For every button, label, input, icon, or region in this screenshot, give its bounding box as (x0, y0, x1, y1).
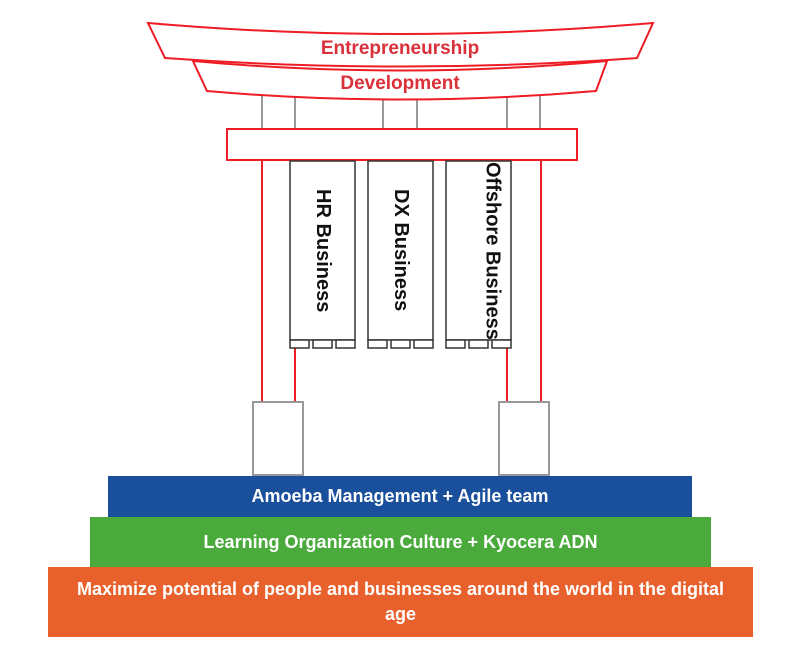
pillar-offshore-business: Offshore Business (446, 161, 511, 340)
post-bases (252, 401, 550, 476)
pillar-hr-business: HR Business (290, 161, 355, 340)
top-beam (146, 21, 655, 68)
beam-label-entrepreneurship: Entrepreneurship (320, 38, 480, 59)
foundation-mission: Maximize potential of people and busines… (48, 567, 753, 637)
pillar-label: Offshore Business (481, 161, 504, 340)
pillar-panels (289, 160, 512, 349)
cross-beam (226, 128, 578, 161)
foundation-learning-culture: Learning Organization Culture + Kyocera … (90, 517, 711, 567)
second-beam (191, 59, 609, 101)
pillar-label: DX Business (390, 189, 412, 312)
pillar-label: HR Business (312, 188, 334, 313)
pillar-dx-business: DX Business (368, 161, 433, 340)
foundation-amoeba: Amoeba Management + Agile team (108, 476, 692, 517)
beam-label-development: Development (340, 73, 460, 94)
red-posts (261, 160, 542, 402)
